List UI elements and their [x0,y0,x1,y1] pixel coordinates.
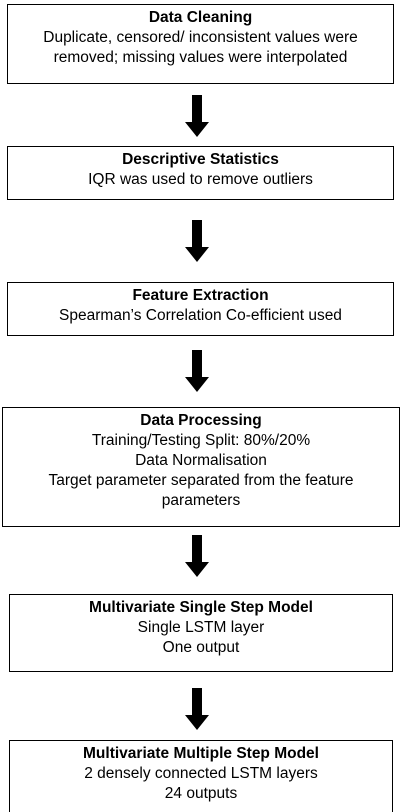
step-description-line: Single LSTM layer [137,619,265,636]
step-feature-extraction: Feature Extraction Spearman’s Correlatio… [7,282,394,336]
down-arrow-icon [185,95,209,137]
step-title: Data Processing [140,412,262,429]
step-title: Multivariate Single Step Model [89,599,313,616]
down-arrow-icon [185,535,209,577]
step-title: Descriptive Statistics [122,151,279,168]
step-title: Multivariate Multiple Step Model [83,745,319,762]
step-multivariate-multiple-step-model: Multivariate Multiple Step Model 2 dense… [9,740,393,812]
down-arrow-icon [185,688,209,730]
step-description-line: Training/Testing Split: 80%/20% [91,432,311,449]
step-description-line: Target parameter separated from the feat… [48,472,354,489]
step-description-line: Spearman’s Correlation Co-efficient used [59,307,342,324]
step-description-line: 24 outputs [164,785,238,802]
step-title: Data Cleaning [148,9,253,26]
step-descriptive-statistics: Descriptive Statistics IQR was used to r… [7,146,394,200]
step-description-line: removed; missing values were interpolate… [53,49,348,66]
step-data-cleaning: Data Cleaning Duplicate, censored/ incon… [7,4,394,84]
step-description-line: Duplicate, censored/ inconsistent values… [43,29,358,46]
down-arrow-icon [185,350,209,392]
step-description-line: One output [162,639,240,656]
step-description-line: 2 densely connected LSTM layers [84,765,318,782]
step-description-line: Data Normalisation [135,452,267,469]
step-description-line: IQR was used to remove outliers [88,171,313,188]
step-data-processing: Data Processing Training/Testing Split: … [2,407,400,527]
down-arrow-icon [185,220,209,262]
step-multivariate-single-step-model: Multivariate Single Step Model Single LS… [9,594,393,672]
step-title: Feature Extraction [132,287,269,304]
step-description-line: parameters [161,492,241,509]
